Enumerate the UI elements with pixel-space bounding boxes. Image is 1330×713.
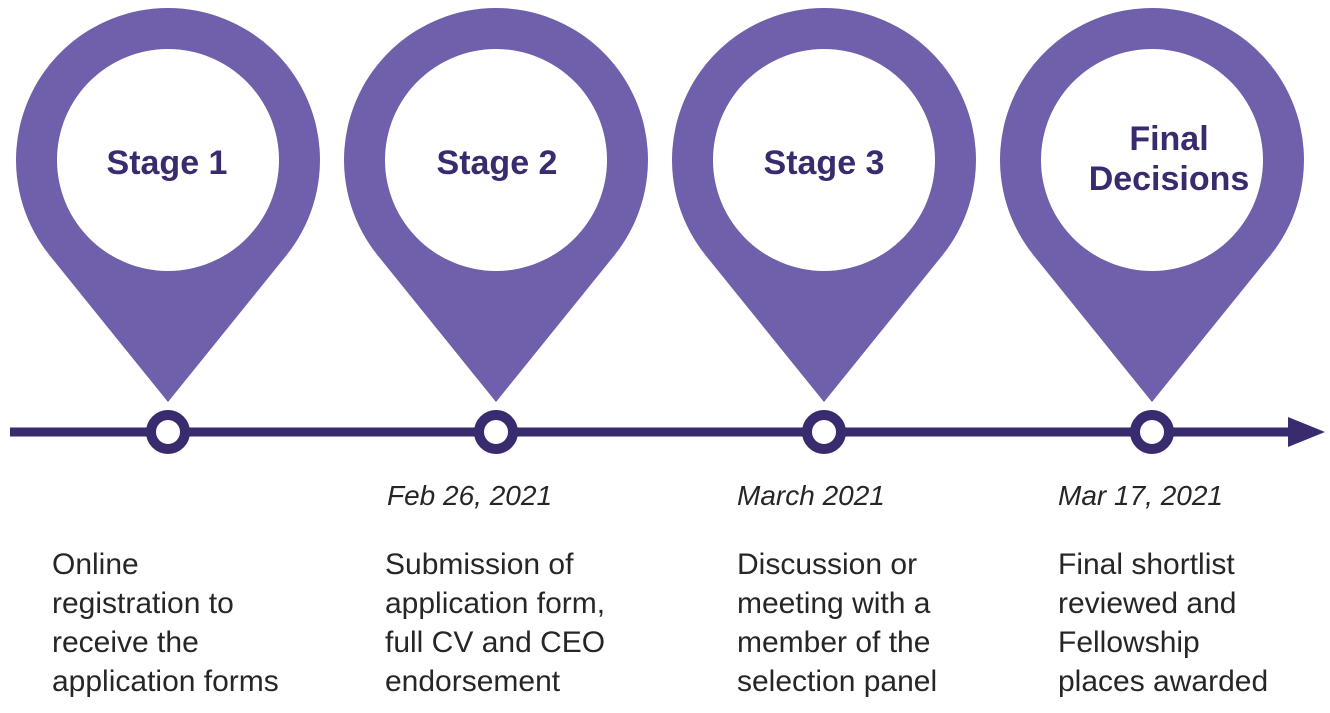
stage-final-description-line: places awarded	[1058, 665, 1269, 698]
stage-2-description-line: endorsement	[385, 665, 561, 698]
stage-3-description: Discussion or meeting with a member of t…	[737, 545, 937, 701]
stage-1-description-line: application forms	[52, 665, 279, 698]
stage-2-description: Submission of application form, full CV …	[385, 545, 605, 701]
stage-2-pin-inner-circle	[385, 49, 607, 271]
stage-2-description-line: application form,	[385, 587, 606, 620]
stage-final-description-line: Fellowship	[1058, 626, 1200, 659]
stage-3-date: March 2021	[737, 480, 885, 511]
stage-final-pin-inner-circle	[1041, 49, 1263, 271]
stage-final-timeline-marker	[1130, 410, 1174, 454]
stage-final-date: Mar 17, 2021	[1058, 480, 1223, 511]
stage-2-label-line: Stage 2	[436, 144, 558, 182]
stage-final-description-line: reviewed and	[1058, 587, 1237, 620]
stage-1-pin-inner-circle	[57, 49, 279, 271]
stage-3-description-line: selection panel	[737, 665, 938, 698]
stage-3-description-line: Discussion or	[737, 548, 918, 581]
stage-3-timeline-marker	[802, 410, 846, 454]
stage-1-description-line: registration to	[52, 587, 234, 620]
stage-3-description-line: member of the	[737, 626, 931, 659]
stage-3-label: Stage 3	[739, 143, 909, 183]
stage-1-label: Stage 1	[82, 143, 252, 183]
stage-1-timeline-marker	[146, 410, 190, 454]
stage-2-label: Stage 2	[412, 143, 582, 183]
stage-final-label-line: Final	[1129, 120, 1209, 158]
stage-1-description: Online registration to receive the appli…	[52, 545, 279, 701]
stage-2-description-line: full CV and CEO	[385, 626, 606, 659]
stage-1-description-line: receive the	[52, 626, 199, 659]
stage-final-label-line: Decisions	[1088, 160, 1250, 198]
stage-2-description-line: Submission of	[385, 548, 574, 581]
timeline-arrowhead	[1288, 417, 1325, 447]
stage-final-description: Final shortlist reviewed and Fellowship …	[1058, 545, 1268, 701]
stage-3-pin-inner-circle	[713, 49, 935, 271]
stage-final-label: Final Decisions	[1084, 119, 1254, 199]
stage-1-label-line: Stage 1	[106, 144, 228, 182]
stage-final-description-line: Final shortlist	[1058, 548, 1235, 581]
stage-2-timeline-marker	[474, 410, 518, 454]
pins-layer	[16, 8, 1304, 454]
stage-3-label-line: Stage 3	[763, 144, 885, 182]
stage-3-description-line: meeting with a	[737, 587, 931, 620]
stage-2-date: Feb 26, 2021	[387, 480, 553, 511]
stage-1-description-line: Online	[52, 548, 139, 581]
